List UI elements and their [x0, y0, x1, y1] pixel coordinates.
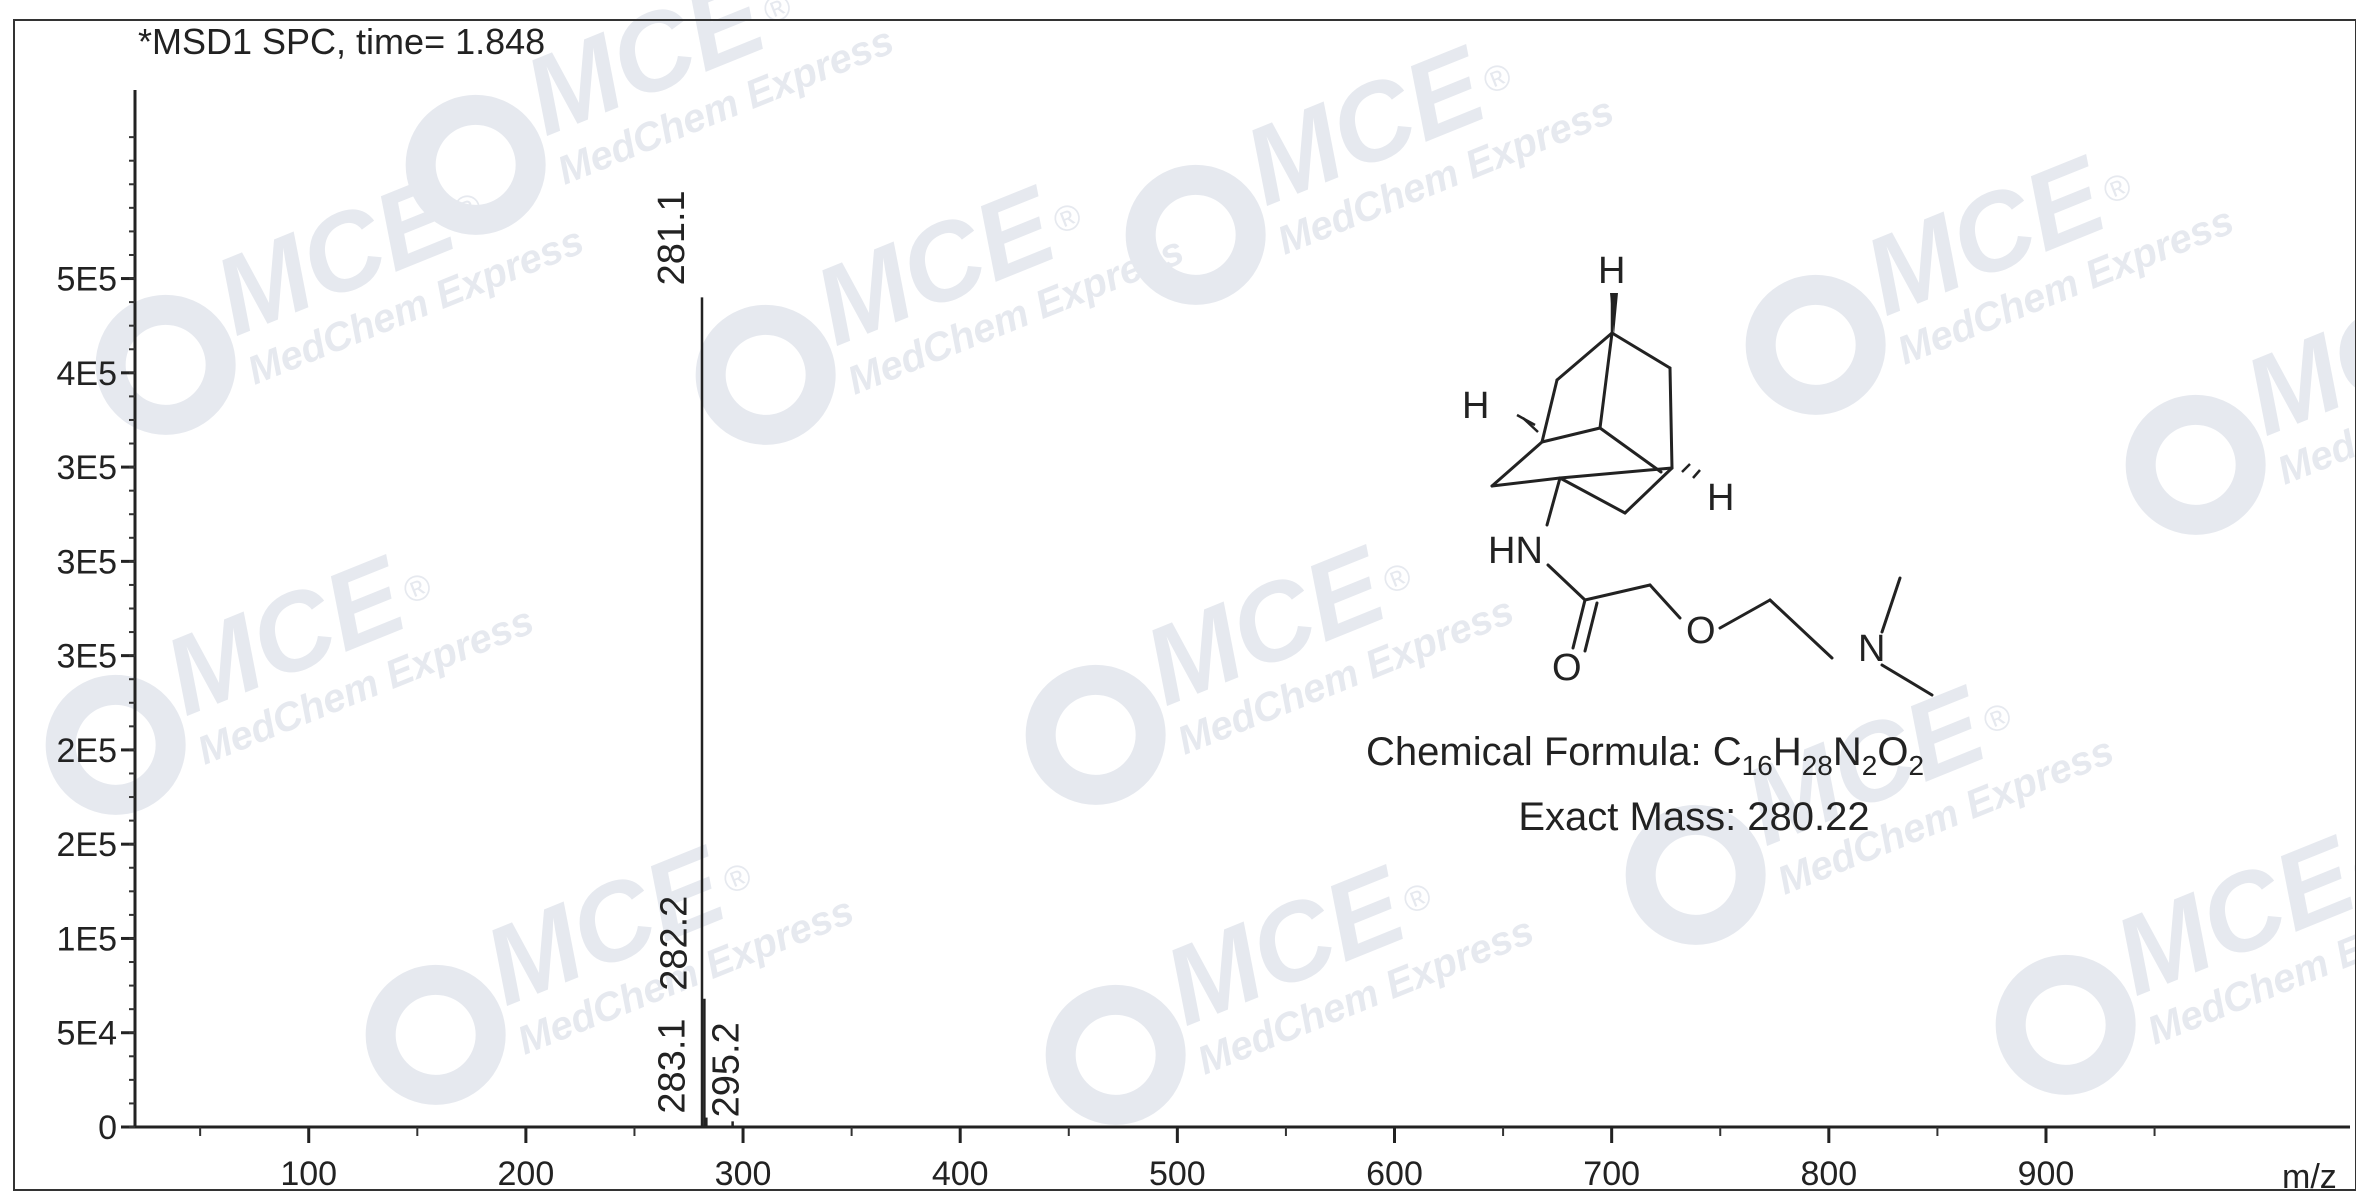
watermark-mark	[1995, 954, 2136, 1095]
watermark-mark	[1125, 164, 1266, 305]
x-axis-ticks: 100 200 300 400 500 600 700 800 900	[199, 1127, 2156, 1193]
plot-frame	[13, 19, 2356, 1191]
y-tick-label: 1E5	[57, 920, 118, 958]
svg-text:H: H	[1707, 477, 1734, 519]
x-tick-label: 400	[932, 1155, 989, 1193]
y-tick-label: 2E5	[57, 826, 118, 864]
y-axis-ticks: 0 5E4 1E5 2E5 2E5 3E5 3E5 3E5 4E5 5E5	[57, 136, 135, 1147]
watermark-mark	[1045, 984, 1186, 1125]
structure-atoms: H H H HN O O N	[1462, 250, 1885, 689]
svg-text:N: N	[1858, 628, 1885, 670]
x-tick-label: 200	[498, 1155, 555, 1193]
watermark-mark	[405, 94, 546, 235]
y-tick-label: 3E5	[57, 543, 118, 581]
watermark-mark	[95, 294, 236, 435]
chemical-formula: Chemical Formula: C16H28N2O2	[1366, 730, 1924, 781]
watermark-mark	[365, 964, 506, 1105]
svg-text:HN: HN	[1488, 530, 1543, 572]
x-tick-label: 700	[1583, 1155, 1640, 1193]
watermark-mark	[2125, 394, 2266, 535]
chemical-structure	[1490, 331, 1934, 697]
watermark-mark	[1625, 804, 1766, 945]
peak-label: 282.2	[653, 896, 695, 991]
y-tick-label: 2E5	[57, 732, 118, 770]
y-tick-label: 5E5	[57, 261, 118, 299]
svg-text:H: H	[1462, 385, 1489, 427]
x-tick-label: 900	[2018, 1155, 2075, 1193]
x-tick-label: 600	[1366, 1155, 1423, 1193]
spectrum-title: *MSD1 SPC, time= 1.848	[138, 21, 545, 62]
svg-text:O: O	[1686, 610, 1716, 652]
peak-label: 295.2	[706, 1022, 748, 1117]
y-tick-label: 5E4	[57, 1015, 118, 1053]
x-tick-label: 300	[715, 1155, 772, 1193]
x-tick-label: 800	[1800, 1155, 1857, 1193]
peak-label: 283.1	[651, 1018, 693, 1113]
x-axis-label: m/z	[2282, 1158, 2337, 1194]
watermark-mark	[695, 304, 836, 445]
svg-text:H: H	[1598, 250, 1625, 292]
y-tick-label: 0	[98, 1109, 117, 1147]
y-tick-label: 3E5	[57, 638, 118, 676]
spectrum-peaks: 281.1 282.2 283.1 295.2	[651, 190, 748, 1127]
y-tick-label: 4E5	[57, 355, 118, 393]
y-tick-label: 3E5	[57, 449, 118, 487]
exact-mass: Exact Mass: 280.22	[1518, 795, 1869, 839]
peak-label: 281.1	[651, 190, 693, 285]
x-tick-label: 100	[280, 1155, 337, 1193]
watermark-mark	[1745, 274, 1886, 415]
watermark-mark	[1025, 664, 1166, 805]
x-tick-label: 500	[1149, 1155, 1206, 1193]
wedge-bond	[1610, 293, 1618, 335]
svg-text:O: O	[1552, 647, 1582, 689]
